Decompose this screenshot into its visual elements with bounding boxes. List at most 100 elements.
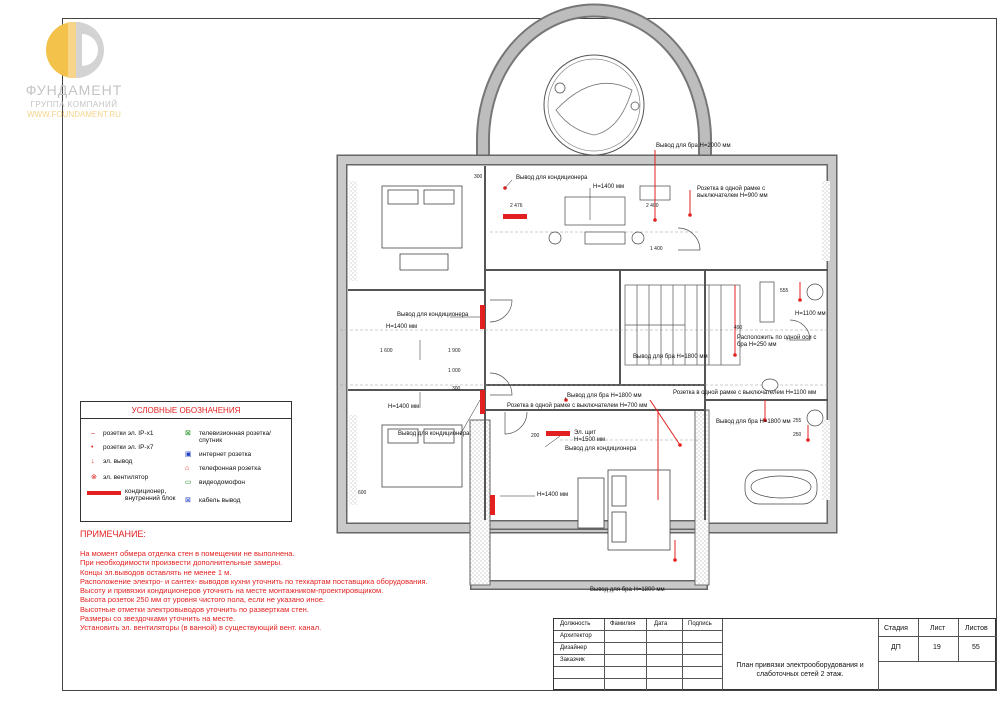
legend-item: розетки эл. IP-x1 [103, 430, 154, 437]
label-bra-center: Вывод для бра H=1800 мм [567, 393, 642, 399]
label-h1400-bottom: H=1400 мм [537, 492, 569, 498]
dimension-text: 1 900 [448, 348, 461, 354]
dimension-text: 1 400 [650, 246, 663, 252]
internet-socket-icon: ▣ [185, 451, 192, 458]
dimension-text: 2 400 [646, 203, 659, 209]
tv-socket-icon: ⊠ [185, 430, 191, 437]
doors [489, 227, 811, 435]
label-h1100-right: H=1100 мм [795, 311, 826, 317]
ac-unit-icon [87, 491, 121, 495]
legend-item: интернет розетка [199, 451, 252, 458]
tb-header-signature: Подпись [688, 621, 712, 627]
socket-ip-x7-icon: • [91, 444, 94, 451]
tb-title: План привязки электрооборудования и слаб… [736, 662, 864, 678]
dimension-text: 555 [780, 288, 789, 294]
notes-section: ПРИМЕЧАНИЕ: На момент обмера отделка сте… [80, 529, 500, 633]
legend-divider [81, 418, 291, 419]
note-line: Высоту и привязки кондиционеров уточнить… [80, 586, 384, 596]
note-line: При необходимости произвести дополнитель… [80, 558, 283, 568]
dimension-text: 300 [474, 174, 483, 180]
living-furniture [548, 185, 671, 245]
logo-site: WWW.FOUNDAMENT.RU [27, 110, 121, 119]
tb-header-date: Дата [654, 621, 668, 627]
drawing-frame [62, 18, 997, 691]
interior-walls [348, 166, 828, 520]
label-ac-left: Вывод для кондиционера [398, 431, 470, 437]
dimension-text: 300 [452, 386, 461, 392]
legend-item: кондиционер, внутренний блок [125, 488, 176, 502]
dimension-text: 250 [793, 432, 802, 438]
phone-socket-icon: ⌂ [185, 465, 190, 472]
dimension-text: 1 600 [380, 348, 393, 354]
label-bra-bottom: Вывод для бра H=1800 мм [590, 587, 665, 593]
tb-stage: ДП [891, 644, 901, 651]
tb-sheets-header: Листов [965, 625, 988, 632]
fan-icon: ⊗ [91, 474, 97, 481]
note-line: Установить эл. вентиляторы (в ванной) в … [80, 623, 322, 633]
bay-window-apse [476, 3, 712, 160]
legend-item: кабель вывод [199, 497, 241, 504]
label-h1400-top: H=1400 мм [593, 184, 625, 190]
cable-outlet-icon: ⊠ [185, 497, 191, 504]
legend-title: УСЛОВНЫЕ ОБОЗНАЧЕНИЯ [131, 406, 241, 415]
outlet-marks [649, 150, 809, 560]
dimension-text: 200 [531, 433, 540, 439]
intercom-icon: ▭ [185, 479, 192, 486]
socket-ip-x1-icon: – [91, 430, 95, 437]
electric-outlet-icon: ↓ [91, 458, 95, 465]
label-bra-stair: Вывод для бра H=1800 мм [633, 354, 708, 360]
label-h1400-mid2: H=1400 мм [388, 404, 420, 410]
title-block: Должность Фамилия Дата Подпись Архитекто… [553, 618, 997, 691]
dimension-text: 600 [358, 490, 367, 496]
note-line: Высота розеток 250 мм от уровня чистого … [80, 595, 326, 605]
label-socket-switch-top: Розетка в одной рамке с выключателем H=9… [697, 186, 768, 199]
legend-box: УСЛОВНЫЕ ОБОЗНАЧЕНИЯ – розетки эл. IP-x1… [80, 401, 292, 522]
label-bra-top: Вывод для бра H=2000 мм [656, 143, 731, 149]
bed-top-left [381, 185, 463, 271]
logo-mark-icon [46, 22, 104, 78]
legend-item: эл. вывод [103, 458, 133, 465]
legend-item: телевизионная розетка/ спутник [199, 430, 271, 444]
legend-item: видеодомофон [199, 479, 246, 486]
bed-bottom-left [381, 424, 463, 488]
note-line: Размеры со звездочками уточнить на месте… [80, 614, 236, 624]
dimension-text: 2 476 [510, 203, 523, 209]
label-panel: Эл. щит [574, 430, 596, 436]
tb-sheets: 55 [972, 644, 980, 651]
tb-sheet: 19 [933, 644, 941, 651]
company-logo: ФУНДАМЕНТ ГРУППА КОМПАНИЙ WWW.FOUNDAMENT… [18, 18, 130, 119]
logo-subtitle: ГРУППА КОМПАНИЙ [30, 100, 118, 109]
dimension-text: 255 [793, 418, 802, 424]
staircase [624, 284, 741, 366]
bed-bottom-center [577, 469, 671, 551]
tb-stage-header: Стадия [884, 625, 908, 632]
dimension-text: 490 [734, 325, 743, 331]
logo-name: ФУНДАМЕНТ [25, 82, 123, 98]
tb-role: Дизайнер [560, 645, 587, 651]
label-socket-switch-mid: Розетка в одной рамке с выключателем H=7… [507, 403, 648, 409]
tb-sheet-header: Лист [930, 625, 946, 632]
tb-header-name: Фамилия [610, 621, 636, 627]
ac-units [480, 214, 570, 515]
outlet-dots [503, 186, 810, 562]
tb-header-position: Должность [560, 621, 591, 627]
label-h1400-mid: H=1400 мм [386, 324, 418, 330]
label-bra-right: Вывод для бра H=1800 мм [716, 419, 791, 425]
legend-item: розетки эл. IP-x7 [103, 444, 154, 451]
note-line: Расположение электро- и сантех- выводов … [80, 576, 428, 586]
note-line: На момент обмера отделка стен в помещени… [80, 549, 295, 558]
dimension-text: 1 000 [448, 368, 461, 374]
tb-role: Архитектор [560, 633, 592, 639]
label-socket-switch-right: Розетка в одной рамке с выключателем H=1… [673, 390, 817, 396]
legend-item: эл. вентилятор [103, 474, 149, 481]
notes-title: ПРИМЕЧАНИЕ: [80, 529, 146, 539]
label-ac-bottom: Вывод для кондиционера [565, 446, 637, 452]
legend-item: телефонная розетка [199, 465, 261, 472]
label-ac-mid: Вывод для кондиционера [397, 312, 469, 318]
leader-lines [419, 179, 591, 497]
label-socket-axis: Расположить по одной оси с бра H=250 мм [737, 335, 817, 348]
label-ac-top: Вывод для кондиционера [516, 175, 588, 181]
label-panel-height: H=1500 мм [574, 437, 606, 443]
note-line: Высотные отметки электровыводов уточнить… [80, 604, 309, 614]
